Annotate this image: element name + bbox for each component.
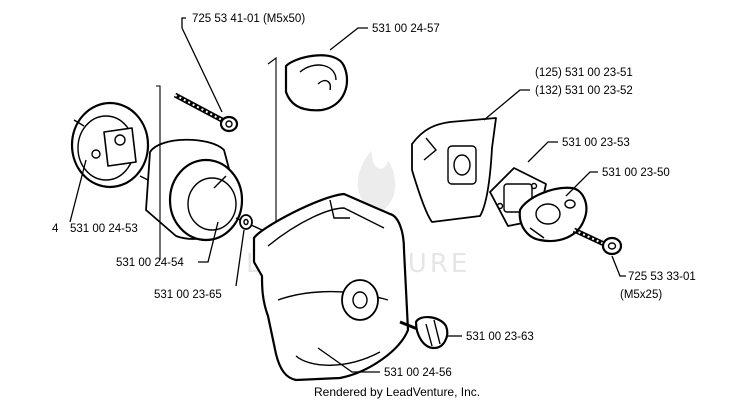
label-holder: 531 00 24-53 xyxy=(70,223,138,235)
leader-cover xyxy=(317,347,380,373)
air-filter xyxy=(145,138,263,242)
leader-screw-top xyxy=(181,17,186,28)
label-screw-right-1: 725 53 33-01 xyxy=(628,271,696,283)
label-cover: 531 00 24-56 xyxy=(384,367,452,379)
leader-gasket xyxy=(483,89,530,121)
label-plate: 531 00 23-53 xyxy=(562,137,630,149)
flame-logo-icon xyxy=(357,150,396,215)
leader-filter xyxy=(198,221,219,263)
leader-screw-right xyxy=(611,255,626,277)
leader-cap xyxy=(329,27,368,51)
leader-plate xyxy=(527,141,558,163)
label-screw-top: 725 53 41-01 (M5x50) xyxy=(192,13,305,25)
leader-holder xyxy=(69,159,87,223)
cover-housing xyxy=(252,192,410,382)
label-cap: 531 00 24-57 xyxy=(372,23,440,35)
leader-washer xyxy=(235,229,245,287)
stray-mark: 4 xyxy=(52,223,59,235)
label-gasket-132: (132) 531 00 23-52 xyxy=(535,85,633,97)
screw-top xyxy=(173,92,239,133)
knob xyxy=(399,316,449,350)
footer-credit: Rendered by LeadVenture, Inc. xyxy=(314,385,480,399)
adapter xyxy=(518,186,588,243)
label-screw-right-2: (M5x25) xyxy=(620,289,662,301)
cap-part xyxy=(284,54,349,112)
label-knob: 531 00 23-63 xyxy=(466,331,534,343)
label-filter: 531 00 24-54 xyxy=(116,257,184,269)
leader-adapter xyxy=(565,171,598,197)
screw-right xyxy=(572,227,623,256)
holder-plate xyxy=(70,101,150,189)
label-gasket-125: (125) 531 00 23-51 xyxy=(535,67,633,79)
washer xyxy=(239,214,253,230)
label-washer: 531 00 23-65 xyxy=(154,289,222,301)
gasket xyxy=(411,117,497,223)
label-adapter: 531 00 23-50 xyxy=(602,167,670,179)
